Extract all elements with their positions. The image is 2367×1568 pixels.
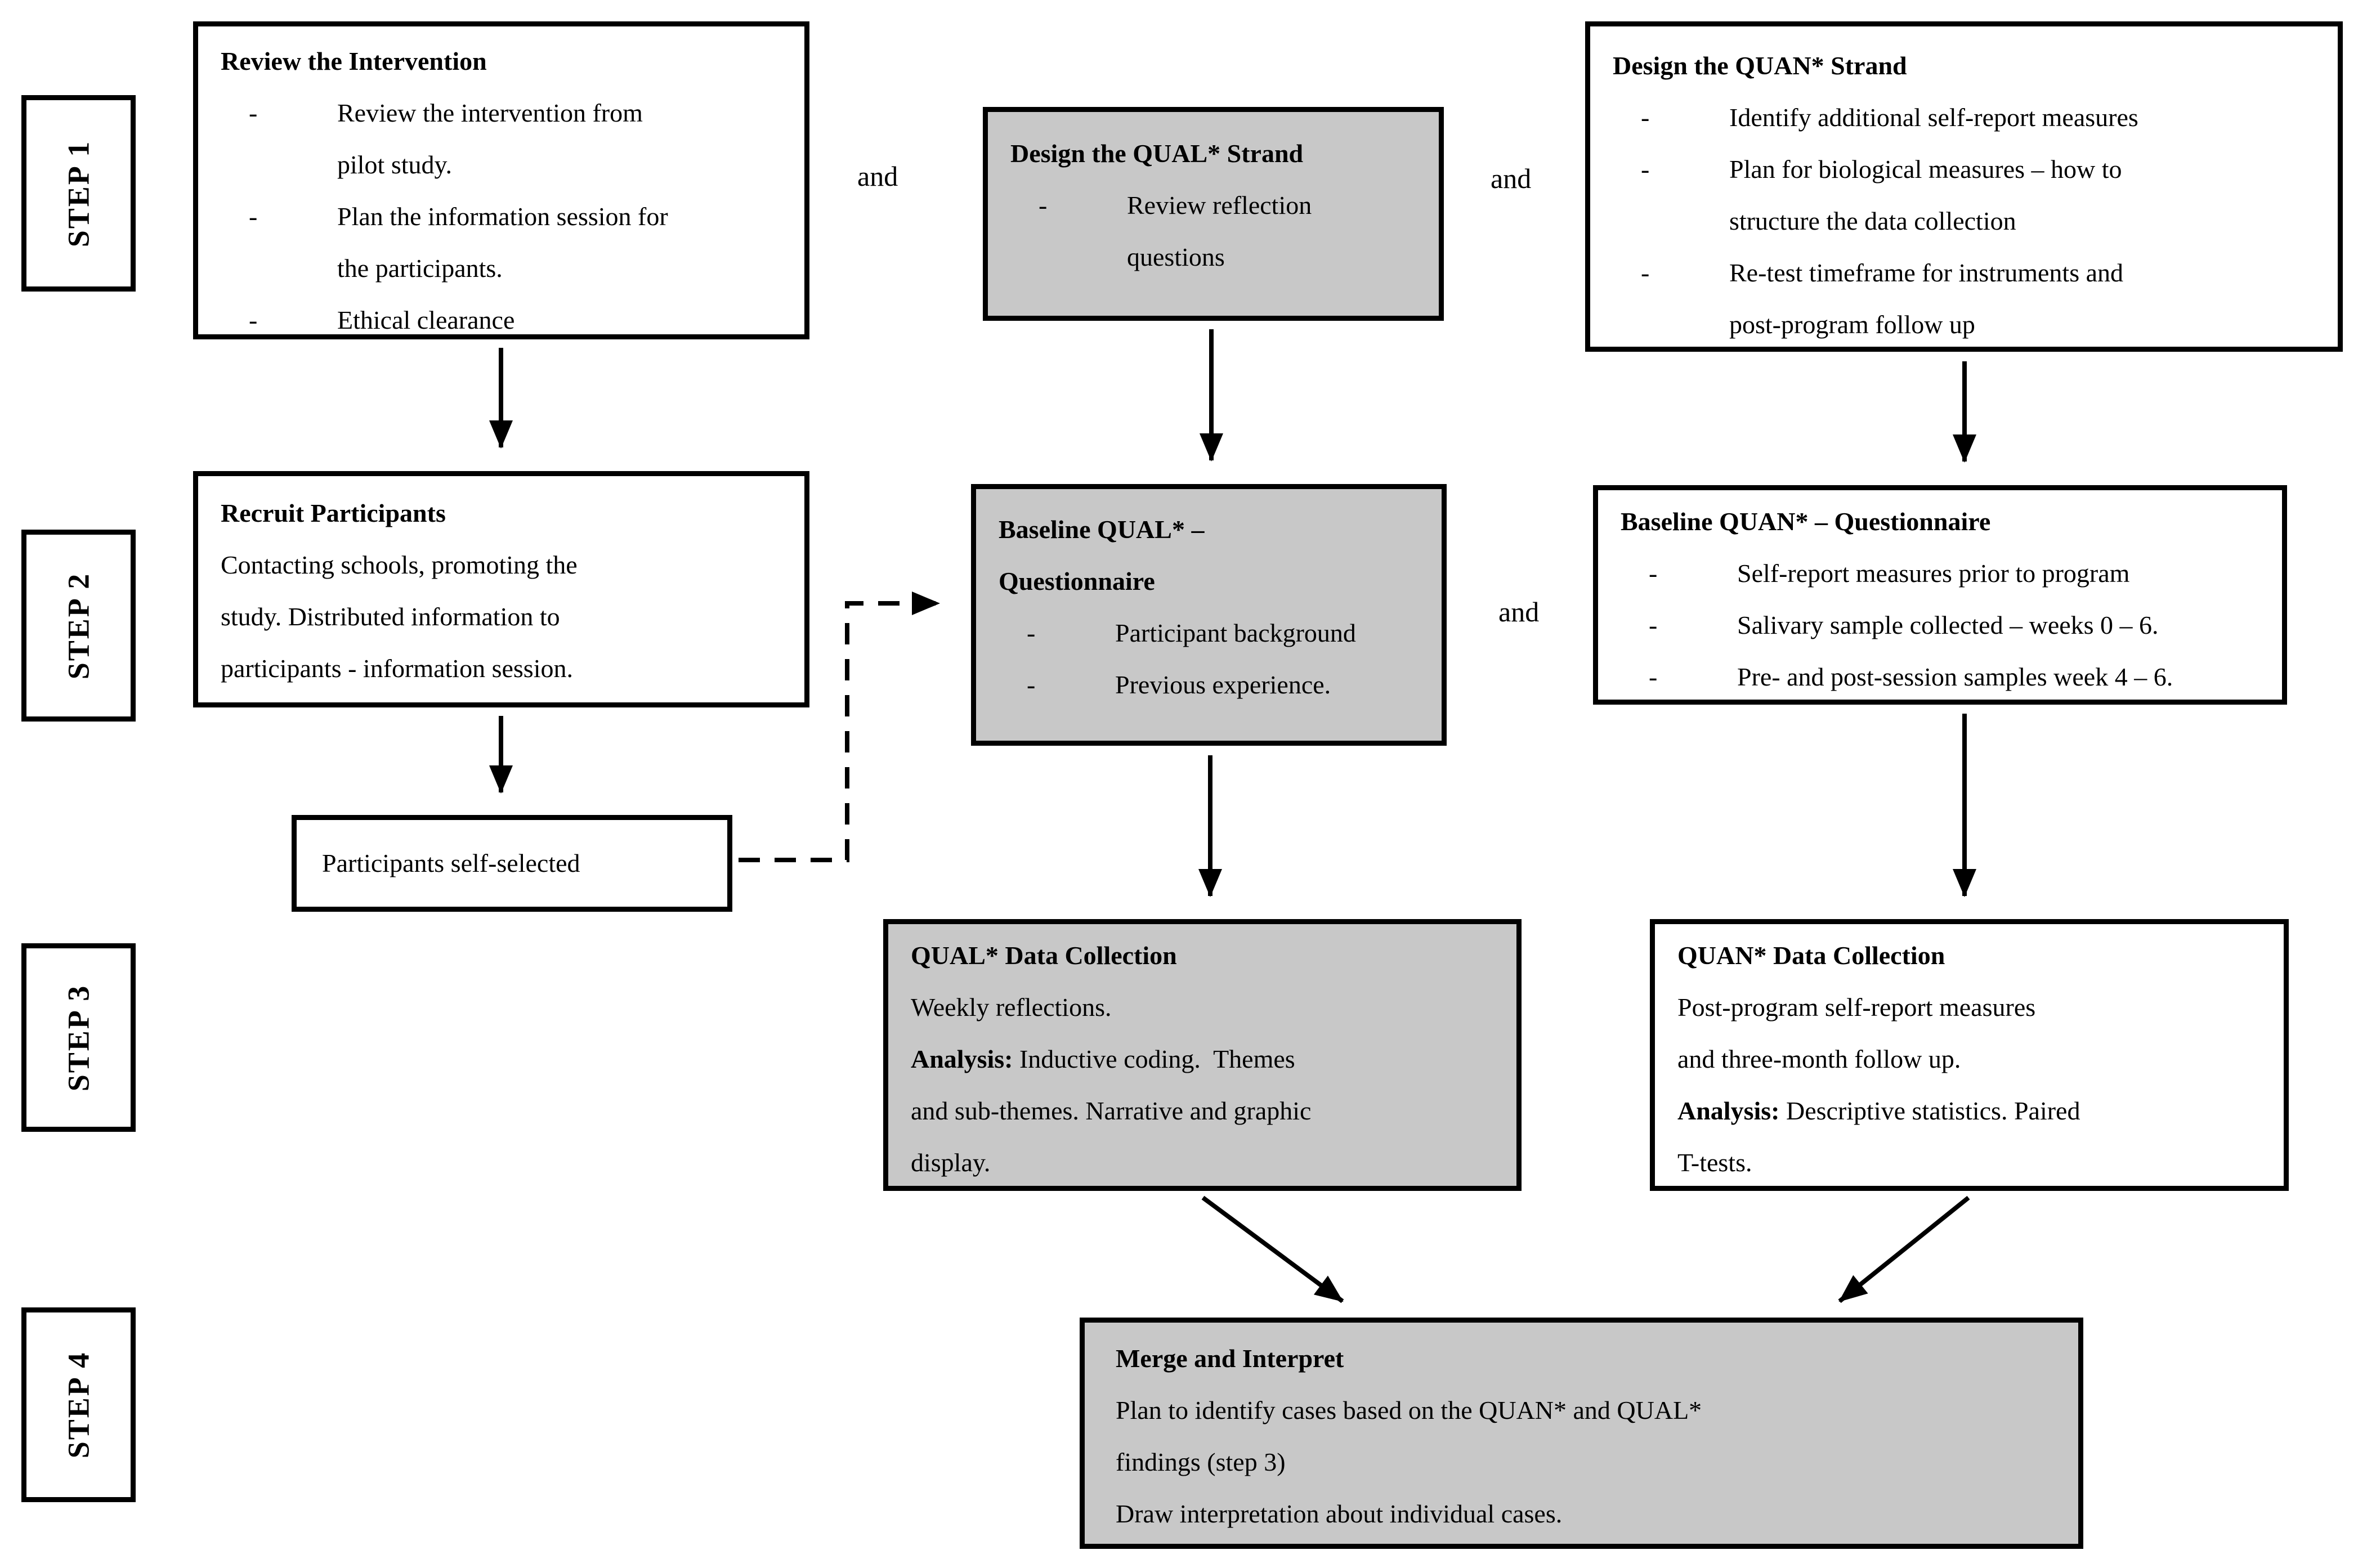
- bullet-text-line: the participants.: [337, 254, 503, 283]
- bullet-item: - Plan the information session for the p…: [221, 191, 782, 294]
- body-text-line: display.: [911, 1148, 991, 1177]
- bullet-dash: -: [249, 98, 258, 127]
- body-text-line: findings (step 3): [1116, 1448, 1286, 1476]
- box-qualstrand-title: Design the QUAL* Strand: [1010, 139, 1304, 168]
- arrow-quandata-to-merge: [1838, 1195, 1970, 1303]
- bullet-text-line: structure the data collection: [1729, 207, 2016, 235]
- bullet-text-line: Ethical clearance: [337, 306, 515, 334]
- box-recruit-participants: Recruit Participants Contacting schools,…: [193, 471, 809, 707]
- bullet-dash: -: [1641, 258, 1650, 287]
- bullet-item: - Pre- and post-session samples week 4 –…: [1621, 651, 2259, 703]
- bullet-dash: -: [1649, 611, 1658, 639]
- body-text-line: T-tests.: [1677, 1148, 1752, 1177]
- participants-label: Participants self-selected: [322, 849, 580, 877]
- bullet-text-line: Plan for biological measures – how to: [1729, 155, 2122, 183]
- bullet-item: - Re-test timeframe for instruments and …: [1613, 247, 2315, 351]
- body-text-line: study. Distributed information to: [221, 602, 560, 631]
- body-text-line: Draw interpretation about individual cas…: [1116, 1499, 1563, 1528]
- step-label-3: STEP 3: [21, 943, 136, 1132]
- box-review-title: Review the Intervention: [221, 47, 487, 75]
- and-connector-1: and: [857, 160, 898, 192]
- bullet-dash: -: [1649, 559, 1658, 588]
- analysis-label: Analysis:: [1677, 1096, 1780, 1125]
- bullet-item: - Self-report measures prior to program: [1621, 548, 2259, 599]
- bullet-text-line: Previous experience.: [1115, 670, 1331, 699]
- analysis-text: Inductive coding. Themes: [1013, 1045, 1295, 1073]
- box-quanstrand-title: Design the QUAN* Strand: [1613, 51, 1907, 80]
- box-quan-data-collection: QUAN* Data Collection Post-program self-…: [1650, 919, 2289, 1191]
- box-baseline-qual: Baseline QUAL* – Questionnaire - Partici…: [971, 484, 1447, 746]
- bullet-text-line: Identify additional self-report measures: [1729, 103, 2138, 132]
- bullet-text-line: Participant background: [1115, 619, 1356, 647]
- body-text-line: and sub-themes. Narrative and graphic: [911, 1096, 1312, 1125]
- analysis-label: Analysis:: [911, 1045, 1013, 1073]
- box-review-intervention: Review the Intervention - Review the int…: [193, 21, 809, 339]
- bullet-item: - Ethical clearance: [221, 294, 782, 346]
- and-connector-3: and: [1498, 596, 1540, 628]
- body-text-line: Weekly reflections.: [911, 993, 1112, 1022]
- bullet-item: - Review reflection questions: [1010, 180, 1416, 283]
- step-label-1: STEP 1: [21, 95, 136, 292]
- dashed-arrow-selfselected-to-baselinequal: [739, 592, 940, 862]
- bullet-text-line: questions: [1127, 243, 1225, 271]
- box-design-qual-strand: Design the QUAL* Strand - Review reflect…: [983, 107, 1444, 321]
- step-4-text: STEP 4: [61, 1351, 96, 1459]
- step-label-4: STEP 4: [21, 1307, 136, 1502]
- box-baselinequal-title-line2: Questionnaire: [999, 567, 1155, 595]
- bullet-text-line: pilot study.: [337, 150, 453, 179]
- bullet-dash: -: [1649, 662, 1658, 691]
- bullet-item: - Previous experience.: [999, 659, 1419, 711]
- step-1-text: STEP 1: [61, 140, 96, 247]
- step-label-2: STEP 2: [21, 530, 136, 722]
- bullet-dash: -: [1641, 103, 1650, 132]
- box-merge-and-interpret: Merge and Interpret Plan to identify cas…: [1080, 1318, 2083, 1549]
- body-text-line: Contacting schools, promoting the: [221, 550, 578, 579]
- box-design-quan-strand: Design the QUAN* Strand - Identify addit…: [1585, 21, 2343, 352]
- bullet-text-line: Re-test timeframe for instruments and: [1729, 258, 2124, 287]
- bullet-dash: -: [1641, 155, 1650, 183]
- box-baselinequal-title-line1: Baseline QUAL* –: [999, 515, 1205, 544]
- bullet-dash: -: [249, 306, 258, 334]
- box-recruit-title: Recruit Participants: [221, 499, 446, 527]
- step-2-text: STEP 2: [61, 572, 96, 679]
- and-connector-2: and: [1491, 163, 1532, 194]
- box-qual-data-collection: QUAL* Data Collection Weekly reflections…: [883, 919, 1522, 1191]
- bullet-text-line: Review the intervention from: [337, 98, 643, 127]
- bullet-text-line: post-program follow up: [1729, 310, 1975, 339]
- body-text-line: and three-month follow up.: [1677, 1045, 1961, 1073]
- bullet-item: - Salivary sample collected – weeks 0 – …: [1621, 599, 2259, 651]
- bullet-text-line: Pre- and post-session samples week 4 – 6…: [1737, 662, 2173, 691]
- step-3-text: STEP 3: [61, 984, 96, 1091]
- body-text-line: participants - information session.: [221, 654, 573, 683]
- box-quandata-title: QUAN* Data Collection: [1677, 941, 1945, 970]
- bullet-text-line: Plan the information session for: [337, 202, 668, 231]
- analysis-text: Descriptive statistics. Paired: [1779, 1096, 2080, 1125]
- bullet-item: - Plan for biological measures – how to …: [1613, 144, 2315, 247]
- arrow-qualdata-to-merge: [1201, 1195, 1344, 1303]
- bullet-item: - Participant background: [999, 607, 1419, 659]
- box-participants-self-selected: Participants self-selected: [292, 815, 732, 912]
- body-text-line: Post-program self-report measures: [1677, 993, 2036, 1022]
- box-merge-title: Merge and Interpret: [1116, 1344, 1344, 1373]
- body-text-line: Analysis: Inductive coding. Themes: [911, 1033, 1494, 1085]
- box-baseline-quan: Baseline QUAN* – Questionnaire - Self-re…: [1593, 485, 2287, 705]
- box-qualdata-title: QUAL* Data Collection: [911, 941, 1177, 970]
- bullet-item: - Identify additional self-report measur…: [1613, 92, 2315, 144]
- body-text-line: Plan to identify cases based on the QUAN…: [1116, 1396, 1702, 1424]
- bullet-dash: -: [1039, 191, 1048, 219]
- box-baselinequan-title: Baseline QUAN* – Questionnaire: [1621, 507, 1991, 536]
- bullet-text-line: Review reflection: [1127, 191, 1312, 219]
- bullet-dash: -: [249, 202, 258, 231]
- bullet-text-line: Self-report measures prior to program: [1737, 559, 2130, 588]
- bullet-text-line: Salivary sample collected – weeks 0 – 6.: [1737, 611, 2159, 639]
- body-text-line: Analysis: Descriptive statistics. Paired: [1677, 1085, 2261, 1137]
- bullet-dash: -: [1027, 670, 1036, 699]
- bullet-dash: -: [1027, 619, 1036, 647]
- bullet-item: - Review the intervention from pilot stu…: [221, 87, 782, 191]
